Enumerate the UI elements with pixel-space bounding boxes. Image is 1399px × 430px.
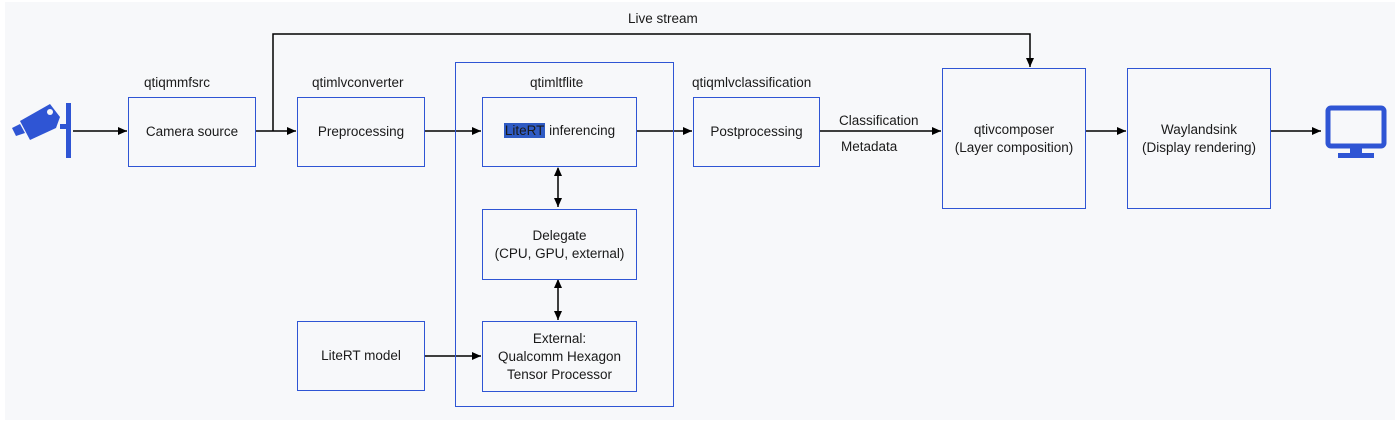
preprocessing-box: Preprocessing — [297, 97, 425, 167]
qtimlvconverter-label: qtimlvconverter — [312, 75, 404, 90]
camera-source-label: Camera source — [145, 124, 239, 139]
delegate-box: Delegate (CPU, GPU, external) — [482, 209, 637, 280]
inferencing-box: LiteRT inferencing — [482, 97, 637, 167]
qtimltflite-label: qtimltflite — [530, 75, 584, 90]
inferencing-highlight-text: LiteRT — [503, 123, 546, 138]
external-box: External: Qualcomm Hexagon Tensor Proces… — [482, 321, 637, 392]
postprocessing-label: Postprocessing — [710, 124, 803, 139]
arrow-live-stream — [272, 33, 1034, 131]
inferencing-label: LiteRT inferencing — [503, 122, 616, 140]
external-line-2: Qualcomm Hexagon — [497, 348, 622, 364]
diagram-background — [5, 2, 1395, 420]
monitor-icon — [1325, 105, 1387, 158]
inferencing-rest-text: inferencing — [545, 123, 616, 138]
metadata-label: Metadata — [841, 139, 898, 154]
postprocessing-box: Postprocessing — [693, 97, 820, 167]
camera-source-box: Camera source — [128, 97, 256, 167]
composer-subtitle: (Layer composition) — [954, 139, 1074, 155]
sink-subtitle: (Display rendering) — [1141, 139, 1257, 155]
qtiqmmfsrc-label: qtiqmmfsrc — [144, 75, 211, 90]
external-title: External: — [532, 330, 587, 346]
composer-title: qtivcomposer — [973, 121, 1055, 137]
qtivcomposer-box: qtivcomposer (Layer composition) — [942, 68, 1086, 209]
delegate-subtitle: (CPU, GPU, external) — [494, 245, 625, 261]
security-camera-icon — [12, 103, 71, 158]
live-stream-label: Live stream — [628, 11, 698, 26]
preprocessing-label: Preprocessing — [317, 124, 405, 139]
waylandsink-box: Waylandsink (Display rendering) — [1127, 68, 1271, 209]
qtiqmlvclassification-label: qtiqmlvclassification — [692, 75, 812, 90]
external-line-3: Tensor Processor — [506, 366, 613, 382]
litert-model-box: LiteRT model — [297, 321, 425, 391]
sink-title: Waylandsink — [1160, 121, 1237, 137]
classification-label: Classification — [839, 113, 919, 128]
delegate-title: Delegate — [532, 227, 587, 243]
litert-model-label: LiteRT model — [321, 348, 401, 363]
qtimltflite-group — [455, 62, 674, 407]
